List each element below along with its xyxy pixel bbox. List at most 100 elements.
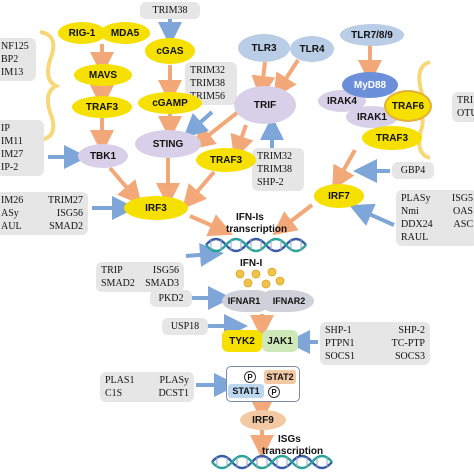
regulator-name: TRIM27 — [48, 195, 83, 206]
arrow-tlr4-trif — [273, 58, 300, 99]
regulator-name: ISG56 — [56, 208, 83, 219]
regulator-row: SOCS1 SOCS3 — [325, 350, 425, 363]
regulator-name: SOCS1 — [325, 351, 356, 362]
regulator-name: TRIP — [101, 265, 123, 276]
regulator-name: SOCS3 — [394, 351, 425, 362]
regulator-name: ISG5 — [451, 193, 473, 204]
tyk2-node: TYK2 — [222, 330, 262, 352]
regulator-name: AUL — [1, 221, 22, 232]
ifn-is-label: IFN-Is — [236, 212, 264, 223]
regulator-row: TRIP ISG56 — [101, 264, 179, 277]
regulator-row: PLAS1 PLASy — [105, 374, 189, 387]
arrow-tbk1-irf3 — [108, 166, 142, 206]
regulator-name: IP — [1, 123, 10, 134]
regulator-row: PLASy ISG5 — [401, 192, 473, 205]
jak1-node: JAK1 — [262, 330, 298, 352]
regulator-name: SHP-2 — [398, 325, 425, 336]
regulator-name: SHP-2 — [257, 177, 284, 188]
dna-helix-ifn — [205, 237, 307, 253]
regulator-name: SMAD2 — [49, 221, 83, 232]
regulator-name: IM13 — [1, 67, 24, 78]
sting-node: STING — [135, 130, 201, 158]
regulator-name: TRIM32 — [257, 151, 292, 162]
regulator-name: PLAS1 — [105, 375, 135, 386]
regulator-name: ASC — [453, 219, 473, 230]
tbk1-node: TBK1 — [78, 144, 128, 168]
phospho-right-icon: P — [268, 386, 280, 398]
left-bracket — [39, 30, 61, 142]
regulator-gbp4: GBP4 — [392, 162, 434, 179]
regulator-row: AUL SMAD2 — [1, 220, 83, 233]
isgs-label: ISGs — [278, 434, 301, 445]
irf7-node: IRF7 — [314, 184, 364, 208]
isgs-transcription-label: transcription — [262, 446, 324, 457]
regulator-row: IM26 TRIM27 — [1, 194, 83, 207]
arrow-irf7-transcription — [272, 203, 314, 236]
traf3-left-node: TRAF3 — [72, 96, 132, 118]
regulator-pkd2: PKD2 — [150, 290, 192, 307]
arrow-tlr3-trif — [251, 61, 276, 100]
regulator-name: TRIM56 — [190, 91, 225, 102]
regulator-usp18: USP18 — [162, 318, 208, 335]
regulator-name: SMAD2 — [101, 278, 135, 289]
regulator-name: SHP-1 — [325, 325, 352, 336]
regulator-name: IP-2 — [1, 162, 19, 173]
regulator-name: IM26 — [1, 195, 24, 206]
reg-irf3-bottom — [185, 242, 224, 267]
regulator-name: OTU — [457, 108, 474, 119]
regulator-name: PLASy — [401, 193, 431, 204]
regulator-trim38-top: TRIM38 — [140, 2, 200, 19]
irf9-node: IRF9 — [240, 410, 286, 430]
regulator-row: ASy ISG56 — [1, 207, 83, 220]
phospho-left-icon: P — [244, 371, 256, 383]
cgamp-node: cGAMP — [138, 92, 202, 114]
rig1-node: RIG-1 — [58, 22, 106, 44]
regulator-name: BP2 — [1, 54, 19, 65]
reg-cgamp-sting — [183, 110, 214, 139]
regulator-name: TRIM32 — [190, 65, 225, 76]
tlr3-node: TLR3 — [238, 34, 290, 62]
tlr789-node: TLR7/8/9 — [340, 24, 404, 46]
regulator-name: PLASy — [159, 375, 189, 386]
regulator-name: IM11 — [1, 136, 23, 147]
ifn-i-label: IFN-I — [240, 258, 263, 269]
regulator-name: OAS — [452, 206, 473, 217]
arrow-traf3mid-irf3 — [182, 170, 216, 210]
mda5-node: MDA5 — [100, 22, 150, 44]
cgas-node: cGAS — [145, 38, 195, 64]
regulator-name: Nmi — [401, 206, 419, 217]
regulator-row: Nmi OAS — [401, 205, 473, 218]
regulator-name: ISG56 — [152, 265, 179, 276]
arrow-irak-irf7 — [332, 149, 357, 191]
regulator-name: ASy — [1, 208, 19, 219]
irf3-node: IRF3 — [124, 196, 188, 220]
stat1-node: STAT1 — [228, 384, 264, 398]
traf3-right-node: TRAF3 — [362, 126, 422, 150]
regulator-name: C1S — [105, 388, 123, 399]
ifn-ligand-dots — [235, 267, 285, 289]
tlr4-node: TLR4 — [290, 36, 334, 62]
stat2-node: STAT2 — [264, 370, 296, 384]
regulator-name: IM27 — [1, 149, 24, 160]
regulator-name: DCST1 — [158, 388, 189, 399]
mavs-node: MAVS — [74, 64, 132, 86]
regulator-name: TRIM38 — [257, 164, 292, 175]
regulator-name: RAUL — [401, 232, 429, 243]
regulator-row: C1S DCST1 — [105, 387, 189, 400]
reg-irf7-right — [349, 203, 395, 227]
trif-node: TRIF — [234, 86, 296, 124]
dna-helix-isgs — [211, 454, 333, 470]
ifnar2-node: IFNAR2 — [264, 290, 314, 312]
regulator-name: NF125 — [1, 41, 29, 52]
